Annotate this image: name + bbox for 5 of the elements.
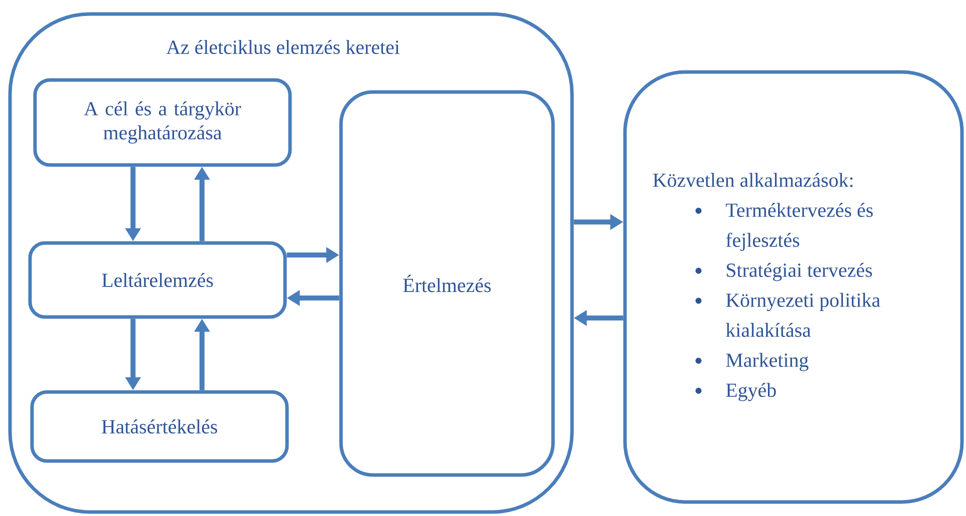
process-box: Hatásértékelés	[30, 390, 289, 463]
process-box: Leltárelemzés	[28, 241, 287, 319]
process-box: A cél és a tárgykör meghatározása	[33, 78, 292, 167]
applications-box: Közvetlen alkalmazások: Terméktervezés és fejlesztés Stratégiai tervezés Környezeti politika kialakítása Marketing Egyéb	[623, 70, 964, 504]
interpretation-box: Értelmezés	[339, 90, 555, 477]
